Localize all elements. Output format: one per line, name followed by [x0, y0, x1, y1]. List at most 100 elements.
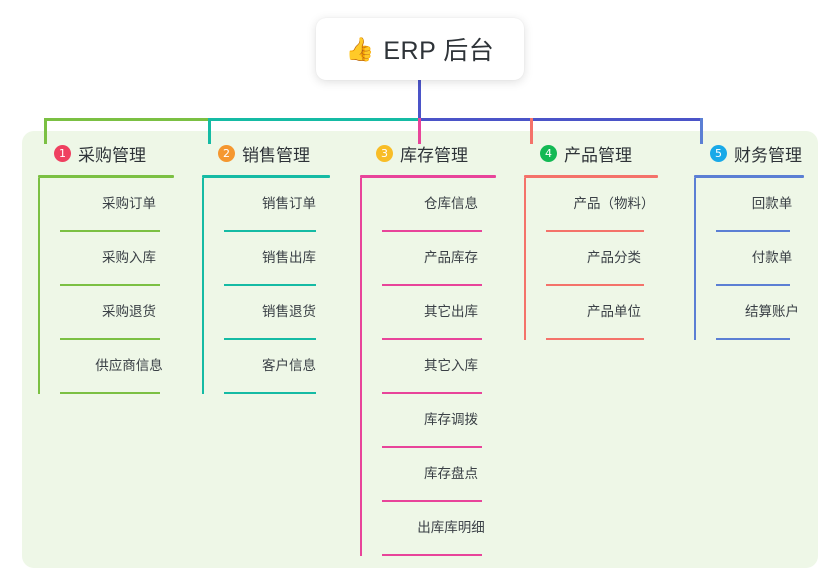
leaf-item[interactable]: 供应商信息 — [38, 340, 198, 394]
leaf-item[interactable]: 仓库信息 — [360, 178, 520, 232]
leaf-box: 库存盘点 — [382, 448, 520, 502]
leaf-item[interactable]: 库存调拨 — [360, 394, 520, 448]
leaf-item[interactable]: 采购入库 — [38, 232, 198, 286]
leaf-item[interactable]: 其它入库 — [360, 340, 520, 394]
branch-column-3: 3 库存管理仓库信息产品库存其它出库其它入库库存调拨库存盘点出库库明细 — [360, 131, 520, 556]
leaf-item-label: 销售出库 — [262, 249, 316, 265]
branch-underline-3 — [360, 175, 496, 178]
branch-badge-3: 3 — [376, 144, 393, 162]
leaf-box: 回款单 — [716, 178, 828, 232]
leaf-item[interactable]: 客户信息 — [202, 340, 354, 394]
leaf-connector-stem — [38, 340, 40, 394]
leaf-item-label: 付款单 — [751, 249, 793, 265]
leaf-connector-stem — [360, 178, 362, 232]
branch-items-1: 采购订单采购入库采购退货供应商信息 — [38, 178, 198, 394]
leaf-item[interactable]: 库存盘点 — [360, 448, 520, 502]
leaf-item[interactable]: 产品分类 — [524, 232, 682, 286]
branch-title-2: 销售管理 — [242, 145, 310, 165]
leaf-box: 采购入库 — [60, 232, 198, 286]
leaf-box: 产品（物料） — [546, 178, 682, 232]
leaf-item[interactable]: 采购退货 — [38, 286, 198, 340]
leaf-item[interactable]: 其它出库 — [360, 286, 520, 340]
leaf-connector-stem — [38, 286, 40, 340]
leaf-underline — [382, 500, 482, 502]
branch-items-4: 产品（物料） 产品分类产品单位 — [524, 178, 682, 340]
leaf-underline — [60, 230, 160, 232]
leaf-item[interactable]: 付款单 — [694, 232, 828, 286]
leaf-item-label: 库存盘点 — [424, 465, 478, 481]
leaf-underline — [224, 338, 316, 340]
leaf-item[interactable]: 产品库存 — [360, 232, 520, 286]
leaf-item-label: 供应商信息 — [95, 357, 163, 373]
branch-underline-4 — [524, 175, 658, 178]
leaf-underline — [716, 284, 790, 286]
leaf-item[interactable]: 回款单 — [694, 178, 828, 232]
leaf-box: 出库库明细 — [382, 502, 520, 556]
branch-badge-5: 5 — [710, 144, 727, 162]
branch-title-1: 采购管理 — [78, 145, 146, 165]
leaf-connector-stem — [524, 286, 526, 340]
branch-items-3: 仓库信息产品库存其它出库其它入库库存调拨库存盘点出库库明细 — [360, 178, 520, 556]
leaf-item-label: 产品分类 — [587, 249, 641, 265]
leaf-underline — [382, 392, 482, 394]
branch-underline-5 — [694, 175, 804, 178]
leaf-underline — [382, 230, 482, 232]
leaf-item[interactable]: 采购订单 — [38, 178, 198, 232]
leaf-item-label: 采购订单 — [102, 195, 156, 211]
leaf-underline — [60, 338, 160, 340]
leaf-item-label: 销售退货 — [262, 303, 316, 319]
leaf-box: 其它出库 — [382, 286, 520, 340]
leaf-connector-stem — [38, 178, 40, 232]
branch-items-2: 销售订单销售出库销售退货客户信息 — [202, 178, 354, 394]
leaf-connector-stem — [202, 286, 204, 340]
leaf-item-label: 产品库存 — [424, 249, 478, 265]
leaf-underline — [224, 230, 316, 232]
branch-underline-2 — [202, 175, 330, 178]
leaf-connector-stem — [694, 286, 696, 340]
branch-title-3: 库存管理 — [400, 145, 468, 165]
leaf-connector-stem — [524, 232, 526, 286]
leaf-item-label: 产品单位 — [587, 303, 641, 319]
leaf-connector-stem — [360, 448, 362, 502]
connector-drop-4 — [530, 118, 533, 144]
leaf-item[interactable]: 出库库明细 — [360, 502, 520, 556]
branch-badge-1: 1 — [54, 144, 71, 162]
leaf-connector-stem — [694, 232, 696, 286]
leaf-underline — [60, 284, 160, 286]
connector-bus-segment-3 — [418, 118, 703, 121]
leaf-item[interactable]: 销售订单 — [202, 178, 354, 232]
leaf-item[interactable]: 结算账户 — [694, 286, 828, 340]
leaf-underline — [716, 338, 790, 340]
leaf-item[interactable]: 销售退货 — [202, 286, 354, 340]
leaf-underline — [60, 392, 160, 394]
leaf-item-label: 结算账户 — [745, 303, 799, 319]
leaf-box: 产品库存 — [382, 232, 520, 286]
connector-drop-5 — [700, 118, 703, 144]
leaf-box: 结算账户 — [716, 286, 828, 340]
leaf-underline — [382, 338, 482, 340]
branch-header-1[interactable]: 1 采购管理 — [38, 131, 198, 175]
leaf-box: 产品分类 — [546, 232, 682, 286]
leaf-underline — [382, 554, 482, 556]
leaf-item-label: 出库库明细 — [417, 519, 485, 535]
leaf-connector-stem — [360, 232, 362, 286]
leaf-box: 采购退货 — [60, 286, 198, 340]
leaf-item[interactable]: 产品单位 — [524, 286, 682, 340]
root-node-erp-backend[interactable]: 👍 ERP 后台 — [316, 18, 524, 80]
leaf-box: 销售订单 — [224, 178, 354, 232]
connector-drop-3 — [418, 118, 421, 144]
leaf-item-label: 客户信息 — [262, 357, 316, 373]
leaf-underline — [382, 446, 482, 448]
branch-header-3[interactable]: 3 库存管理 — [360, 131, 520, 175]
leaf-underline — [716, 230, 790, 232]
leaf-item[interactable]: 销售出库 — [202, 232, 354, 286]
leaf-item-label: 回款单 — [751, 195, 793, 211]
leaf-connector-stem — [694, 178, 696, 232]
leaf-underline — [546, 230, 644, 232]
leaf-item[interactable]: 产品（物料） — [524, 178, 682, 232]
